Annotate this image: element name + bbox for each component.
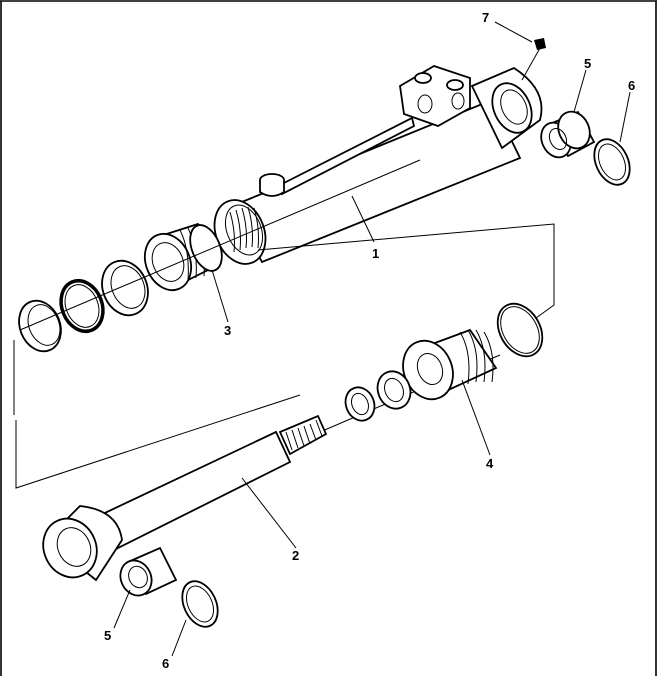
piston-face xyxy=(143,232,193,292)
callout-1: 1 xyxy=(372,246,379,261)
wiper-seal xyxy=(344,386,376,422)
grease-fitting-axis xyxy=(521,47,541,81)
snap-ring-bottom-inner xyxy=(185,585,215,623)
piston-seals xyxy=(18,259,149,353)
leader-5-bottom xyxy=(113,589,131,629)
bushing-top-bore xyxy=(548,127,568,151)
callout-6-top: 6 xyxy=(628,78,635,93)
port-fitting-b xyxy=(446,79,464,91)
rod-eye-bore xyxy=(56,527,92,567)
callout-7: 7 xyxy=(482,10,489,25)
barrel-assembly xyxy=(213,65,543,265)
leader-6-bottom xyxy=(171,619,187,657)
grease-fitting-body xyxy=(534,38,546,50)
rod-thread-section xyxy=(278,414,328,456)
gland-o-ring-inner xyxy=(500,306,540,354)
gland xyxy=(402,328,498,456)
bushing-bottom-bore xyxy=(128,565,148,589)
grease-fitting xyxy=(494,21,546,81)
snap-ring-bottom xyxy=(171,580,219,657)
upper-axis-line xyxy=(19,159,421,331)
wear-ring xyxy=(101,259,149,317)
barrel-small-port-body xyxy=(259,180,285,197)
port-fitting-a xyxy=(414,72,432,84)
snap-ring-top-inner xyxy=(597,143,627,181)
snap-ring-top-outer xyxy=(593,138,631,186)
leader-7 xyxy=(494,21,533,43)
leader-6-top xyxy=(619,91,631,143)
leader-1 xyxy=(351,195,375,243)
piston-seal xyxy=(59,279,105,333)
callout-3: 3 xyxy=(224,323,231,338)
callout-2: 2 xyxy=(292,548,299,563)
gland-o-ring xyxy=(496,302,544,358)
wear-ring-inner xyxy=(110,265,146,309)
wiper-seal-inner xyxy=(351,392,369,416)
leader-3 xyxy=(211,269,229,323)
barrel-eye-inner xyxy=(500,89,528,125)
barrel-bore xyxy=(224,204,264,256)
bracket-left-lower xyxy=(15,394,301,489)
backup-ring-inner xyxy=(27,304,61,346)
gland-bore xyxy=(416,352,444,386)
leader-2 xyxy=(241,477,297,549)
leader-5-top xyxy=(573,69,587,113)
bracket-right xyxy=(257,223,555,319)
port-hole-a xyxy=(417,94,433,114)
piston xyxy=(143,222,229,323)
bushing-top xyxy=(540,69,596,159)
rod-seal-inner xyxy=(384,377,404,403)
rod xyxy=(42,414,328,582)
gland-threads xyxy=(459,329,494,385)
rod-threads xyxy=(285,419,323,451)
callout-6-bottom: 6 xyxy=(162,656,169,671)
callout-4: 4 xyxy=(486,456,494,471)
rod-seal xyxy=(376,370,412,410)
bushing-bottom xyxy=(113,546,178,629)
piston-bore xyxy=(151,242,185,282)
piston-back xyxy=(189,224,223,272)
snap-ring-top xyxy=(593,91,631,186)
leader-4 xyxy=(461,379,491,456)
port-hole-b xyxy=(451,92,465,110)
callout-5-top: 5 xyxy=(584,56,591,71)
callout-5-bottom: 5 xyxy=(104,628,111,643)
barrel-thread xyxy=(229,206,259,253)
snap-ring-bottom-outer xyxy=(181,580,219,628)
piston-seal-inner xyxy=(64,284,100,328)
